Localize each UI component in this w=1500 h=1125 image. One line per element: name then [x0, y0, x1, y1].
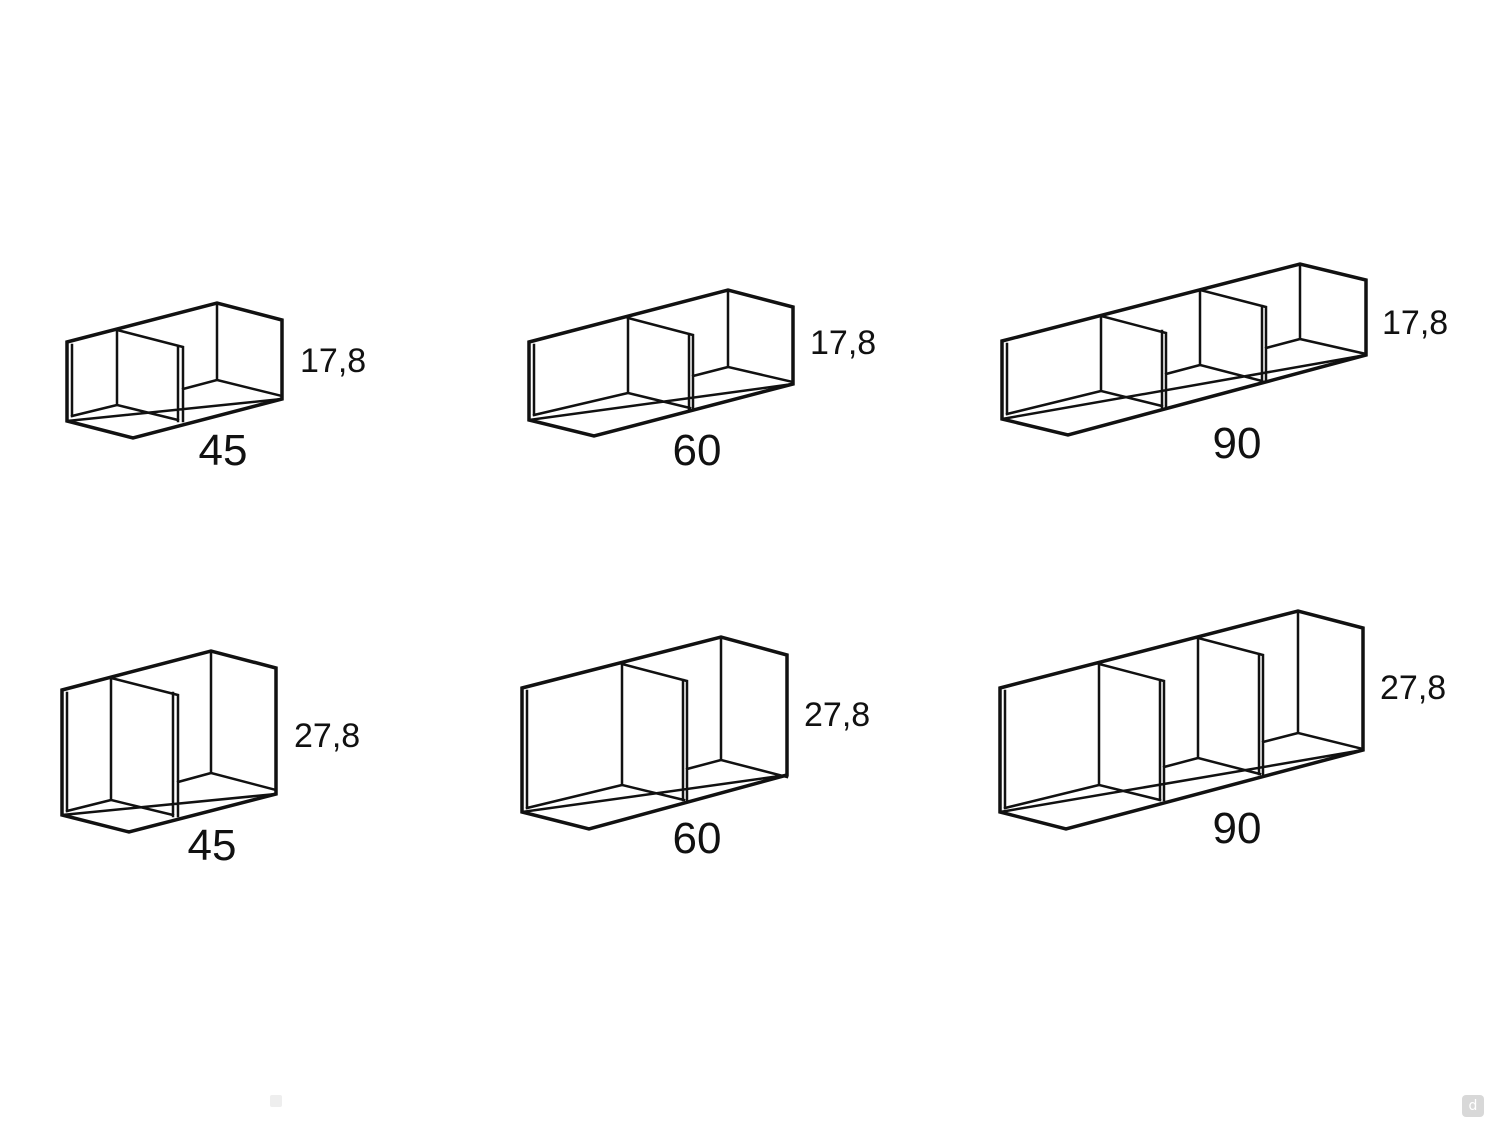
shelf-inner-edges: [60, 649, 278, 818]
shelf-90-17-8: 90 17,8: [1000, 262, 1448, 468]
shelf-90-27-8: 90 27,8: [998, 609, 1446, 853]
width-label: 45: [199, 426, 248, 475]
shelf-60-27-8: 60 27,8: [520, 635, 870, 863]
height-label: 17,8: [810, 324, 876, 362]
watermark-badge-icon: d: [1462, 1095, 1484, 1117]
shelf-inner-edges: [1000, 262, 1368, 421]
width-label: 90: [1213, 419, 1262, 468]
width-label: 60: [673, 426, 722, 475]
width-label: 60: [673, 814, 722, 863]
width-label: 90: [1213, 804, 1262, 853]
height-label: 27,8: [294, 717, 360, 755]
shelf-45-17-8: 45 17,8: [65, 301, 366, 475]
shelf-inner-edges: [998, 609, 1365, 814]
height-label: 27,8: [804, 696, 870, 734]
width-label: 45: [188, 821, 237, 870]
shelf-60-17-8: 60 17,8: [527, 288, 876, 475]
shelf-45-27-8: 45 27,8: [60, 649, 360, 870]
height-label: 17,8: [300, 342, 366, 380]
height-label: 27,8: [1380, 669, 1446, 707]
watermark-dot: [270, 1095, 282, 1107]
height-label: 17,8: [1382, 304, 1448, 342]
shelf-inner-edges: [520, 635, 789, 814]
shelf-inner-edges: [65, 301, 284, 423]
shelf-inner-edges: [527, 288, 795, 422]
